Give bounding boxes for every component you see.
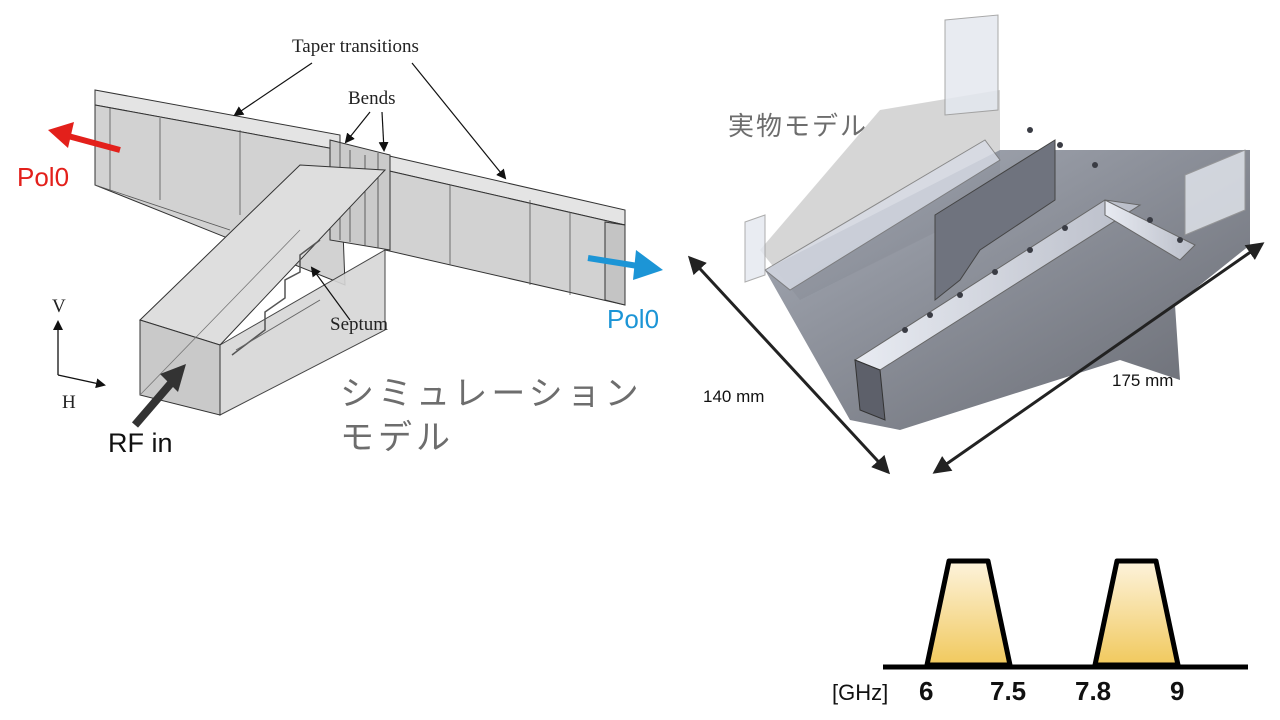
vertical-axis-label: V bbox=[52, 296, 66, 317]
width-dimension-label: 175 mm bbox=[1112, 371, 1174, 390]
frequency-tick-label: 7.5 bbox=[990, 676, 1027, 706]
right-port-arrow bbox=[587, 250, 663, 280]
right-port-label: Pol0 bbox=[607, 304, 660, 334]
physical-model-caption: 実物モデル bbox=[728, 112, 869, 142]
bends-label: Bends bbox=[348, 88, 396, 109]
depth-dimension-arrow bbox=[687, 255, 891, 475]
frequency-tick-label: 9 bbox=[1170, 676, 1185, 706]
simulation-model-caption-line1: シミュレーション bbox=[340, 374, 643, 414]
rf-in-label: RF in bbox=[108, 428, 173, 458]
annotation-arrows bbox=[233, 62, 507, 321]
frequency-band-band-2 bbox=[1092, 558, 1181, 668]
taper-transitions-label: Taper transitions bbox=[292, 36, 419, 57]
polarization-axes bbox=[53, 320, 106, 389]
left-port-label: Pol0 bbox=[17, 162, 70, 192]
depth-dimension-label: 140 mm bbox=[703, 387, 765, 406]
left-port-arrow bbox=[48, 122, 121, 153]
frequency-tick-label: 7.8 bbox=[1075, 676, 1112, 706]
width-dimension-arrow bbox=[932, 242, 1265, 474]
simulation-model-caption-line2: モデル bbox=[340, 418, 454, 458]
frequency-tick-label: 6 bbox=[919, 676, 934, 706]
rf-input-arrow bbox=[131, 364, 186, 428]
septum-label: Septum bbox=[330, 314, 389, 335]
horizontal-axis-label: H bbox=[62, 392, 76, 413]
frequency-band-band-1 bbox=[924, 558, 1013, 668]
frequency-axis-unit-label: [GHz] bbox=[832, 680, 889, 705]
